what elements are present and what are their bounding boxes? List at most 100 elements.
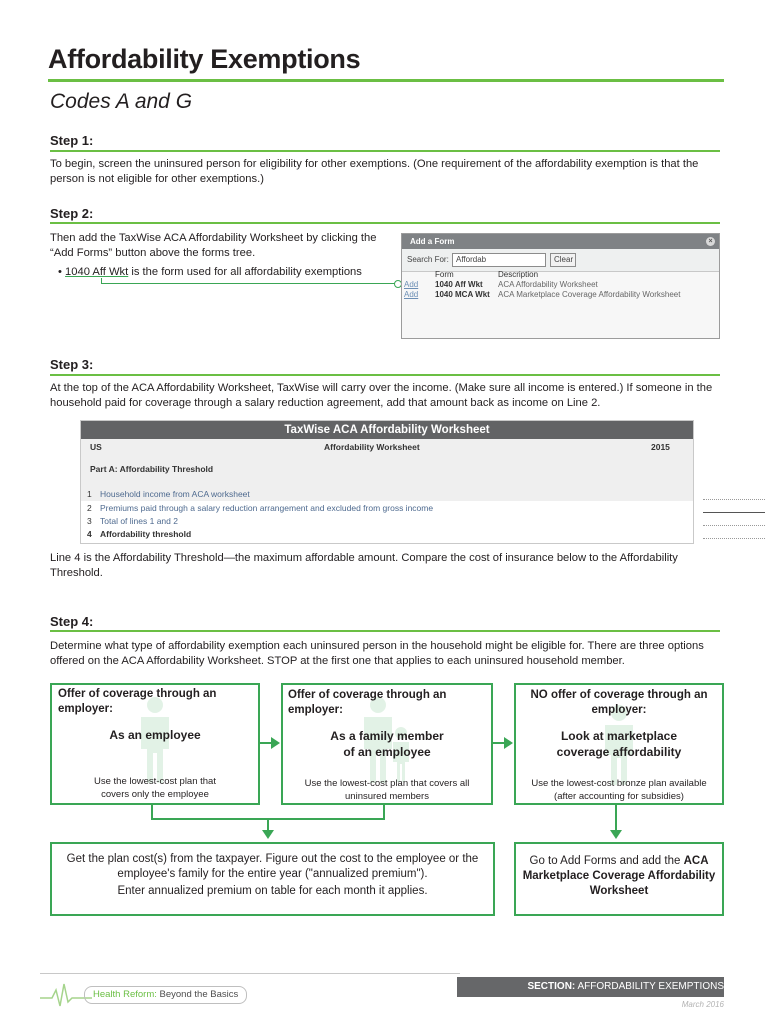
page-subtitle: Codes A and G — [50, 90, 193, 113]
add-form-panel: Add a Form × Search For: Affordab Clear … — [401, 233, 720, 339]
line-1-num: 1 — [87, 489, 92, 499]
person-icon — [141, 697, 169, 783]
line-4-field[interactable] — [703, 538, 765, 539]
step3-rule — [50, 374, 720, 376]
clear-button[interactable]: Clear — [550, 253, 576, 267]
col-description-header: Description — [498, 270, 539, 279]
arrow-right-icon — [271, 737, 280, 749]
line-2-text: Premiums paid through a salary reduction… — [100, 503, 434, 513]
option-marketplace-title-1: Look at marketplace — [560, 729, 678, 743]
worksheet-part: Part A: Affordability Threshold — [90, 464, 214, 474]
bullet-rest: is the form used for all affordability e… — [128, 266, 362, 278]
connector-left — [151, 803, 153, 820]
form-desc-aff: ACA Affordability Worksheet — [498, 280, 598, 289]
option-marketplace-header-2: employer: — [591, 704, 647, 716]
worksheet-us: US — [90, 442, 102, 452]
step2-heading: Step 2: — [50, 206, 94, 221]
result-marketplace-box: Go to Add Forms and add the ACA Marketpl… — [514, 842, 724, 916]
result-marketplace-text: Go to Add Forms and add the ACA Marketpl… — [522, 854, 716, 899]
search-row: Search For: Affordab Clear — [402, 249, 719, 272]
line-2-field[interactable] — [703, 512, 765, 513]
result-employer-box: Get the plan cost(s) from the taxpayer. … — [50, 842, 495, 916]
step1-heading: Step 1: — [50, 133, 94, 148]
step3-after-text: Line 4 is the Affordability Threshold—th… — [50, 552, 678, 579]
form-desc-mca: ACA Marketplace Coverage Affordability W… — [498, 290, 681, 299]
option-family-header: Offer of coverage through an employer: — [288, 689, 447, 716]
line-4-num: 4 — [87, 529, 92, 539]
option-marketplace-box: NO offer of coverage through an employer… — [514, 683, 724, 805]
add-link-aff[interactable]: Add — [404, 280, 419, 289]
connector-down — [267, 818, 269, 832]
line-1-field[interactable] — [703, 499, 765, 500]
family-icon — [364, 697, 409, 783]
option-marketplace-note: Use the lowest-cost bronze plan availabl… — [531, 778, 707, 802]
option-family-note: Use the lowest-cost plan that covers all… — [304, 778, 470, 802]
title-rule — [48, 79, 724, 82]
step2-rule — [50, 222, 720, 224]
line-3-field[interactable] — [703, 525, 765, 526]
section-label: SECTION: — [527, 981, 576, 992]
step3-text: At the top of the ACA Affordability Work… — [50, 382, 713, 409]
form-name-mca: 1040 MCA Wkt — [435, 290, 490, 299]
arrow-down-icon — [610, 830, 622, 839]
add-link-mca[interactable]: Add — [404, 290, 419, 299]
search-label: Search For: — [407, 255, 449, 264]
step4-heading: Step 4: — [50, 614, 94, 629]
close-icon[interactable]: × — [706, 237, 715, 246]
arrow-right-icon — [504, 737, 513, 749]
option-family-box: Offer of coverage through an employer: A… — [281, 683, 493, 805]
footer-rule — [40, 973, 460, 974]
step1-text: To begin, screen the uninsured person fo… — [50, 158, 699, 185]
form-name-aff: 1040 Aff Wkt — [435, 280, 483, 289]
step4-rule — [50, 630, 720, 632]
arrow-2-line — [491, 742, 505, 744]
connector-marketplace — [615, 803, 617, 832]
step2-text: Then add the TaxWise ACA Affordability W… — [50, 232, 377, 259]
add-form-title: Add a Form — [410, 237, 455, 246]
worksheet-name: Affordability Worksheet — [324, 442, 420, 452]
step4-text: Determine what type of affordability exe… — [50, 640, 704, 667]
line-3-num: 3 — [87, 516, 92, 526]
option-employee-title: As an employee — [109, 728, 201, 742]
step1-rule — [50, 150, 720, 152]
search-input[interactable]: Affordab — [452, 253, 546, 267]
option-employee-header: Offer of coverage through an employer: — [58, 688, 217, 715]
result-marketplace-pre: Go to Add Forms and add the — [529, 855, 684, 867]
option-marketplace-title-2: coverage affordability — [556, 745, 682, 759]
worksheet-header-area: US Affordability Worksheet 2015 Part A: … — [81, 439, 693, 501]
result-employer-text-2: Enter annualized premium on table for ea… — [117, 885, 428, 897]
page-title: Affordability Exemptions — [48, 44, 361, 74]
bullet-form-name: 1040 Aff Wkt — [65, 266, 129, 278]
worksheet-year: 2015 — [651, 442, 670, 452]
section-banner: SECTION: AFFORDABILITY EXEMPTIONS — [457, 977, 724, 997]
person-icon — [605, 705, 633, 785]
option-marketplace-header-1: NO offer of coverage through an — [530, 689, 708, 701]
callout-line — [101, 283, 396, 284]
worksheet-title: TaxWise ACA Affordability Worksheet — [81, 421, 693, 439]
footer-logo: Health Reform: Beyond the Basics — [84, 986, 248, 1004]
col-form-header: Form — [435, 270, 454, 279]
section-value: AFFORDABILITY EXEMPTIONS — [575, 981, 724, 992]
step2-bullet: • 1040 Aff Wkt is the form used for all … — [58, 265, 398, 280]
connector-right — [383, 803, 385, 820]
option-employee-note: Use the lowest-cost plan that covers onl… — [94, 776, 216, 800]
footer-date: March 2016 — [681, 1000, 724, 1009]
bullet-dot: • — [58, 266, 66, 278]
result-employer-text-1: Get the plan cost(s) from the taxpayer. … — [66, 853, 479, 880]
arrow-down-icon — [262, 830, 274, 839]
pulse-logo-icon — [40, 983, 92, 1007]
line-4-text: Affordability threshold — [100, 529, 192, 539]
option-family-title-2: of an employee — [343, 745, 431, 759]
line-3-text: Total of lines 1 and 2 — [100, 516, 178, 526]
arrow-1-line — [258, 742, 272, 744]
form-results: Form Description Add 1040 Aff Wkt ACA Af… — [402, 270, 719, 338]
result-marketplace-bold: ACA Marketplace Coverage Affordability W… — [522, 855, 716, 897]
affordability-worksheet: TaxWise ACA Affordability Worksheet US A… — [80, 420, 765, 544]
line-2-num: 2 — [87, 503, 92, 513]
line-1-text: Household income from ACA worksheet — [100, 489, 250, 499]
footer-logo-light: Health Reform: — [93, 989, 160, 1000]
option-family-title-1: As a family member — [330, 729, 444, 743]
footer-logo-bold: Beyond the Basics — [159, 989, 239, 1000]
option-employee-box: Offer of coverage through an employer: A… — [50, 683, 260, 805]
step3-heading: Step 3: — [50, 357, 94, 372]
